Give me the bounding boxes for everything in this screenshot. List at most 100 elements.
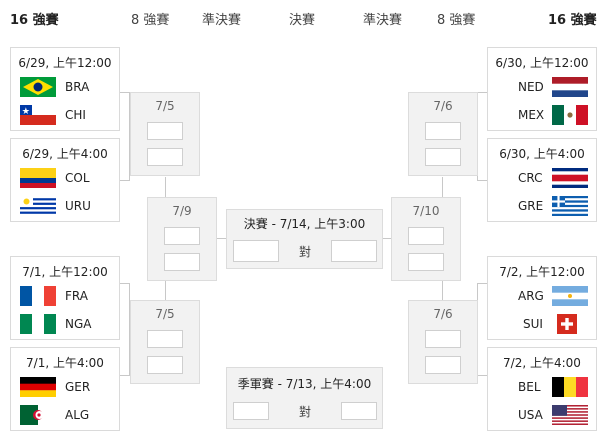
algeria-flag-icon xyxy=(20,405,56,425)
colombia-flag-icon xyxy=(20,168,56,188)
match-date: 7/9 xyxy=(172,204,192,218)
team-row: NED xyxy=(488,77,598,97)
team-row: ARG xyxy=(488,286,598,306)
versus-label: 對 xyxy=(299,405,312,419)
team-name: URU xyxy=(65,199,91,213)
team-slot xyxy=(147,122,183,140)
connector-line xyxy=(120,283,130,284)
header-semifinal-right: 準決賽 xyxy=(363,13,403,28)
match-date: 7/1, 上午12:00 xyxy=(22,265,108,279)
connector-line xyxy=(442,177,443,199)
team-name: GRE xyxy=(518,199,544,213)
final-title: 決賽 - 7/14, 上午3:00 xyxy=(243,217,366,231)
quarterfinal-left-bottom[interactable]: 7/5 xyxy=(130,300,200,384)
team-name: NGA xyxy=(65,317,92,331)
connector-line xyxy=(477,180,487,181)
match-card-ned-mex[interactable]: 6/30, 上午12:00 NED MEX xyxy=(487,47,597,131)
connector-line xyxy=(477,375,487,376)
match-date: 7/10 xyxy=(412,204,440,218)
nigeria-flag-icon xyxy=(20,314,56,334)
team-row: CRC xyxy=(488,168,598,188)
switzerland-flag-icon xyxy=(557,314,577,334)
team-slot xyxy=(408,253,444,271)
match-date: 7/2, 上午12:00 xyxy=(499,265,585,279)
team-slot xyxy=(341,402,377,420)
team-slot xyxy=(147,330,183,348)
team-name: SUI xyxy=(523,317,543,331)
match-date: 6/29, 上午4:00 xyxy=(22,147,108,161)
netherlands-flag-icon xyxy=(552,77,588,97)
team-slot xyxy=(233,402,269,420)
semifinal-left[interactable]: 7/9 xyxy=(147,197,217,281)
versus-label: 對 xyxy=(299,245,312,259)
connector-line xyxy=(129,92,130,181)
quarterfinal-left-top[interactable]: 7/5 xyxy=(130,92,200,176)
team-slot xyxy=(331,240,377,262)
team-row: BEL xyxy=(488,377,598,397)
team-slot xyxy=(408,227,444,245)
match-date: 6/29, 上午12:00 xyxy=(18,56,112,70)
argentina-flag-icon xyxy=(552,286,588,306)
team-name: MEX xyxy=(518,108,545,122)
team-name: CRC xyxy=(518,171,543,185)
team-slot xyxy=(425,356,461,374)
final-match[interactable]: 決賽 - 7/14, 上午3:00 對 xyxy=(226,209,383,269)
header-quarterfinal-left: 8 強賽 xyxy=(131,13,170,28)
match-card-bel-usa[interactable]: 7/2, 上午4:00 BEL USA xyxy=(487,347,597,431)
germany-flag-icon xyxy=(20,377,56,397)
team-slot xyxy=(147,148,183,166)
team-slot xyxy=(425,122,461,140)
team-slot xyxy=(164,253,200,271)
connector-line xyxy=(442,278,443,300)
match-date: 6/30, 上午12:00 xyxy=(495,56,589,70)
team-name: CHI xyxy=(65,108,86,122)
match-date: 7/6 xyxy=(433,99,453,113)
match-card-bra-chi[interactable]: 6/29, 上午12:00 BRA CHI xyxy=(10,47,120,131)
team-name: USA xyxy=(518,408,543,422)
team-slot xyxy=(425,148,461,166)
greece-flag-icon xyxy=(552,196,588,216)
match-card-ger-alg[interactable]: 7/1, 上午4:00 GER ALG xyxy=(10,347,120,431)
team-name: ARG xyxy=(518,289,544,303)
match-date: 7/1, 上午4:00 xyxy=(26,356,104,370)
team-slot xyxy=(233,240,279,262)
team-name: BRA xyxy=(65,80,90,94)
connector-line xyxy=(129,283,130,376)
team-row: SUI xyxy=(488,314,598,334)
team-name: NED xyxy=(518,80,544,94)
mexico-flag-icon xyxy=(552,105,588,125)
connector-line xyxy=(165,278,166,300)
connector-line xyxy=(120,180,130,181)
match-card-arg-sui[interactable]: 7/2, 上午12:00 ARG SUI xyxy=(487,256,597,340)
costa-rica-flag-icon xyxy=(552,168,588,188)
match-card-col-uru[interactable]: 6/29, 上午4:00 COL URU xyxy=(10,138,120,222)
third-place-match[interactable]: 季軍賽 - 7/13, 上午4:00 對 xyxy=(226,367,383,429)
team-name: ALG xyxy=(65,408,90,422)
team-name: FRA xyxy=(65,289,88,303)
connector-line xyxy=(120,92,130,93)
match-card-fra-nga[interactable]: 7/1, 上午12:00 FRA NGA xyxy=(10,256,120,340)
team-name: GER xyxy=(65,380,91,394)
team-name: BEL xyxy=(518,380,541,394)
connector-line xyxy=(477,283,487,284)
match-date: 7/5 xyxy=(155,307,175,321)
header-round-of-16-left: 16 強賽 xyxy=(10,13,59,28)
header-round-of-16-right: 16 強賽 xyxy=(548,13,597,28)
match-date: 7/5 xyxy=(155,99,175,113)
quarterfinal-right-bottom[interactable]: 7/6 xyxy=(408,300,478,384)
match-date: 7/2, 上午4:00 xyxy=(503,356,581,370)
third-place-title: 季軍賽 - 7/13, 上午4:00 xyxy=(237,377,372,391)
team-name: COL xyxy=(65,171,90,185)
team-slot xyxy=(164,227,200,245)
france-flag-icon xyxy=(20,286,56,306)
match-date: 6/30, 上午4:00 xyxy=(499,147,585,161)
semifinal-right[interactable]: 7/10 xyxy=(391,197,461,281)
header-quarterfinal-right: 8 強賽 xyxy=(437,13,476,28)
connector-line xyxy=(217,238,226,239)
connector-line xyxy=(383,238,392,239)
quarterfinal-right-top[interactable]: 7/6 xyxy=(408,92,478,176)
header-final: 決賽 xyxy=(289,13,316,28)
header-semifinal-left: 準決賽 xyxy=(202,13,242,28)
usa-flag-icon xyxy=(552,405,588,425)
match-card-crc-gre[interactable]: 6/30, 上午4:00 CRC GRE xyxy=(487,138,597,222)
